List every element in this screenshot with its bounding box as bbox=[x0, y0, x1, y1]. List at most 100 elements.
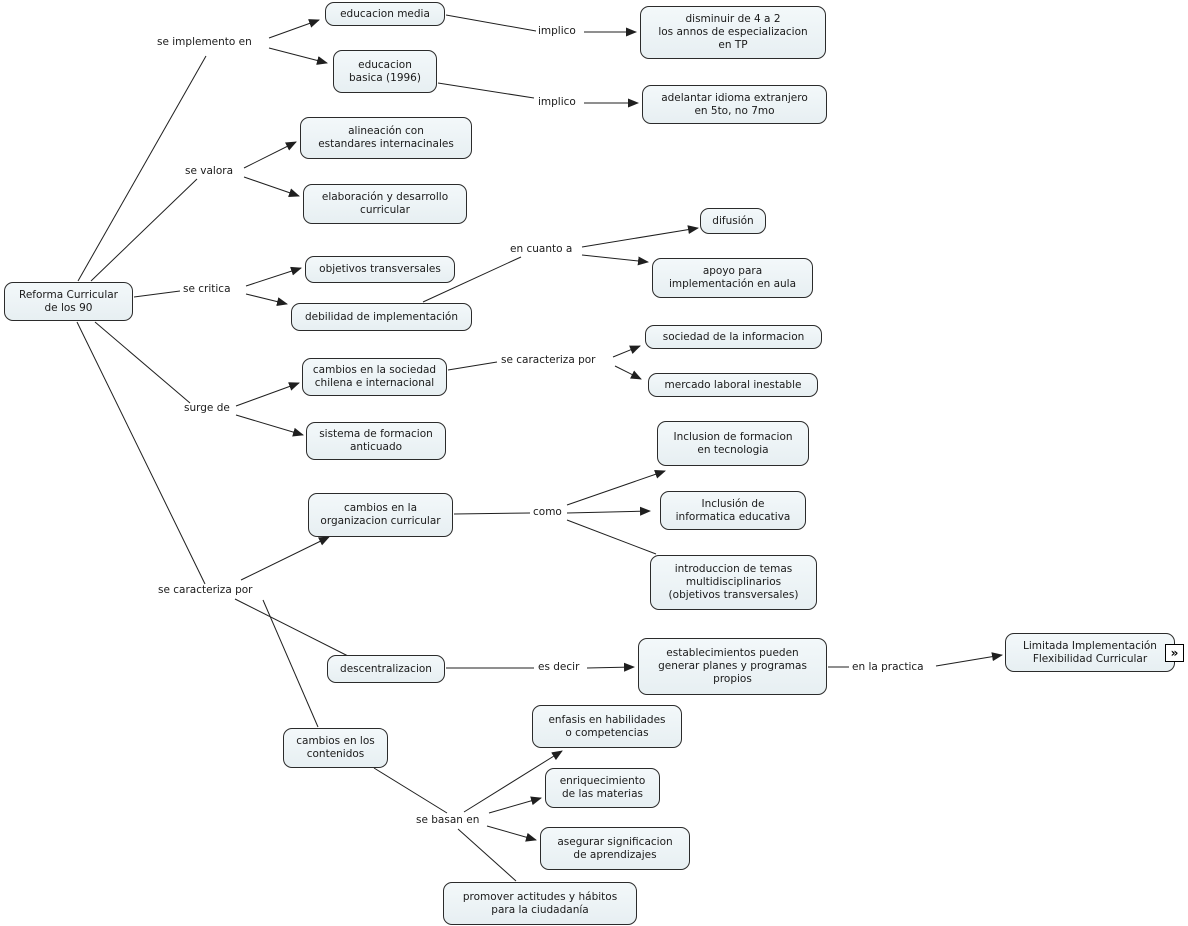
link-phrase-implico-2[interactable]: implico bbox=[538, 96, 576, 108]
concept-text: debilidad de implementación bbox=[305, 310, 458, 323]
concept-text: de los 90 bbox=[44, 301, 93, 314]
link-phrase-se-caracteriza-por-1[interactable]: se caracteriza por bbox=[501, 354, 596, 366]
concept-text: establecimientos pueden bbox=[666, 647, 799, 659]
connector-arrow bbox=[488, 796, 542, 814]
concept-text: de aprendizajes bbox=[573, 848, 657, 861]
connector-arrow bbox=[486, 825, 537, 842]
concept-node-objetivos-transversales[interactable]: objetivos transversales bbox=[305, 256, 455, 283]
connector-arrow bbox=[581, 225, 699, 248]
connector-arrow bbox=[612, 345, 641, 358]
concept-text: adelantar idioma extranjero bbox=[661, 91, 808, 104]
link-phrase-se-caracteriza-por-2[interactable]: se caracteriza por bbox=[158, 584, 253, 596]
connector-line bbox=[453, 512, 531, 515]
concept-text: objetivos transversales bbox=[319, 263, 441, 275]
concept-text: cambios en los bbox=[296, 735, 375, 747]
link-phrase-es-decir[interactable]: es decir bbox=[538, 661, 580, 673]
connector-line bbox=[94, 321, 191, 404]
concept-text: estandares internacinales bbox=[318, 138, 454, 150]
concept-text: elaboración y desarrollo bbox=[321, 191, 449, 203]
concept-text: contenidos bbox=[306, 748, 365, 760]
concept-text: anticuado bbox=[349, 441, 403, 453]
concept-text: alineación con bbox=[348, 125, 424, 137]
connector-arrow bbox=[245, 266, 302, 287]
connector-arrow bbox=[581, 254, 649, 266]
concept-text: Inclusión de bbox=[701, 497, 765, 510]
link-phrase-en-la-practica[interactable]: en la practica bbox=[852, 661, 924, 673]
concept-text: Reforma Curricular bbox=[19, 288, 118, 301]
concept-node-debilidad-implementacion[interactable]: debilidad de implementación bbox=[291, 303, 472, 331]
connector-arrow bbox=[614, 365, 642, 380]
link-phrase-en-cuanto-a[interactable]: en cuanto a bbox=[510, 243, 573, 255]
concept-text: para la ciudadanía bbox=[491, 903, 589, 916]
connector-arrow bbox=[268, 19, 320, 39]
concept-text: curricular bbox=[360, 204, 410, 216]
concept-node-descentralizacion[interactable]: descentralizacion bbox=[327, 655, 445, 683]
concept-text: multidisciplinarios bbox=[685, 576, 782, 588]
concept-text: sociedad de la informacion bbox=[662, 330, 805, 343]
concept-text: descentralizacion bbox=[340, 662, 432, 675]
concept-text: educacion media bbox=[340, 7, 430, 20]
connector-line bbox=[422, 256, 522, 303]
connector-arrow bbox=[935, 652, 1003, 667]
link-phrase-surge-de[interactable]: surge de bbox=[184, 402, 230, 414]
concept-text: sistema de formacion bbox=[319, 428, 433, 440]
concept-text: informatica educativa bbox=[675, 510, 791, 523]
concept-text: mercado laboral inestable bbox=[664, 378, 802, 391]
concept-node-educacion-media[interactable]: educacion media bbox=[325, 2, 445, 26]
connector-line bbox=[445, 14, 537, 32]
link-phrase-como[interactable]: como bbox=[533, 506, 562, 518]
concept-text: enfasis en habilidades bbox=[548, 713, 666, 726]
concept-node-mercado-laboral[interactable]: mercado laboral inestable bbox=[648, 373, 818, 397]
link-phrase-implico-1[interactable]: implico bbox=[538, 25, 576, 37]
link-phrase-se-valora[interactable]: se valora bbox=[185, 165, 234, 177]
concept-text: apoyo para bbox=[702, 265, 763, 277]
concept-text: Flexibilidad Curricular bbox=[1032, 652, 1148, 665]
connector-arrow bbox=[586, 662, 635, 672]
concept-text: implementación en aula bbox=[668, 278, 797, 290]
connector-line bbox=[566, 519, 657, 555]
resource-link-icon[interactable]: » bbox=[1165, 644, 1184, 662]
connector-line bbox=[76, 321, 206, 585]
connector-line bbox=[90, 178, 198, 282]
connector-arrow bbox=[463, 750, 563, 813]
link-phrase-se-basan-en[interactable]: se basan en bbox=[416, 814, 480, 826]
concept-text: promover actitudes y hábitos bbox=[462, 890, 618, 903]
concept-text: chilena e internacional bbox=[314, 377, 435, 389]
link-phrase-se-critica[interactable]: se critica bbox=[183, 283, 231, 295]
connector-arrow bbox=[243, 176, 300, 197]
concept-text: Inclusion de formacion bbox=[673, 430, 793, 443]
concept-text: generar planes y programas bbox=[658, 660, 807, 672]
connector-arrow bbox=[235, 382, 300, 407]
concept-text: en tecnologia bbox=[697, 443, 769, 456]
concept-text: (objetivos transversales) bbox=[668, 589, 799, 601]
concept-text: en 5to, no 7mo bbox=[694, 104, 775, 117]
concept-text: de las materias bbox=[561, 788, 643, 800]
concept-node-difusion[interactable]: difusión bbox=[700, 208, 766, 234]
link-phrase-se-implemento-en[interactable]: se implemento en bbox=[157, 36, 252, 48]
concept-text: enriquecimiento bbox=[559, 775, 646, 787]
concept-text: cambios en la sociedad bbox=[312, 364, 437, 376]
concept-node-sociedad-informacion[interactable]: sociedad de la informacion bbox=[645, 325, 822, 349]
